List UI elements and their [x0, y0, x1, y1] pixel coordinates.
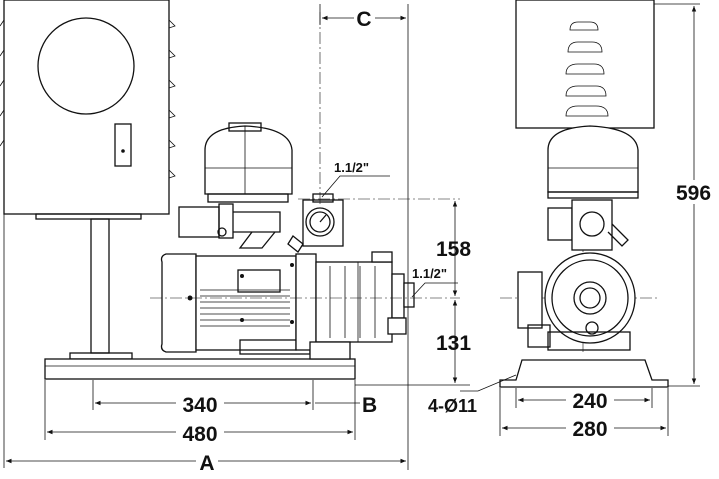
- support-column: [90, 218, 110, 354]
- dim-158-label: 158: [436, 238, 471, 261]
- dim-131-label: 131: [436, 332, 471, 355]
- control-box: [3, 0, 170, 215]
- pressure-switch: [178, 206, 220, 238]
- side-terminal-box: [517, 271, 543, 329]
- pressure-tank: [204, 125, 293, 195]
- dim-340-label: 340: [182, 394, 217, 417]
- dim-480-label: 480: [182, 423, 217, 446]
- column-foot: [69, 352, 133, 360]
- side-view: [499, 0, 669, 388]
- dim-holes-label: 4-Ø11: [428, 396, 477, 416]
- control-box-lock: [114, 123, 132, 167]
- dim-pipe-side-label: 1.1/2": [412, 266, 447, 281]
- front-view: [0, 0, 415, 380]
- motor-fins: [200, 289, 290, 327]
- dim-c-label: C: [356, 8, 371, 31]
- dim-pipe-top-label: 1.1/2": [334, 160, 369, 175]
- pump-flange: [295, 253, 317, 351]
- side-base: [499, 359, 669, 388]
- dim-b-label: B: [362, 394, 377, 417]
- control-box-window: [37, 17, 135, 115]
- dim-280-label: 280: [572, 418, 607, 441]
- base-frame: [44, 358, 356, 380]
- box-bracket: [35, 213, 142, 220]
- motor-end-cap: [160, 253, 197, 353]
- valve-body: [302, 199, 344, 247]
- terminal-box: [237, 269, 281, 293]
- side-valve: [571, 199, 613, 251]
- motor-body: [195, 255, 297, 351]
- dim-596-label: 596: [676, 182, 711, 205]
- dim-a-label: A: [199, 452, 214, 475]
- dim-240-label: 240: [572, 390, 607, 413]
- side-pressure-tank: [547, 125, 639, 193]
- side-louvers: [565, 21, 609, 117]
- control-box-louvers: [0, 19, 176, 179]
- pump-stages: [315, 261, 393, 343]
- pump-volute: [544, 252, 636, 344]
- dimension-labels: C 1.1/2" 1.1/2" 158 131 340 B 480 A 4-Ø1…: [176, 8, 718, 475]
- suction-port: [573, 281, 607, 315]
